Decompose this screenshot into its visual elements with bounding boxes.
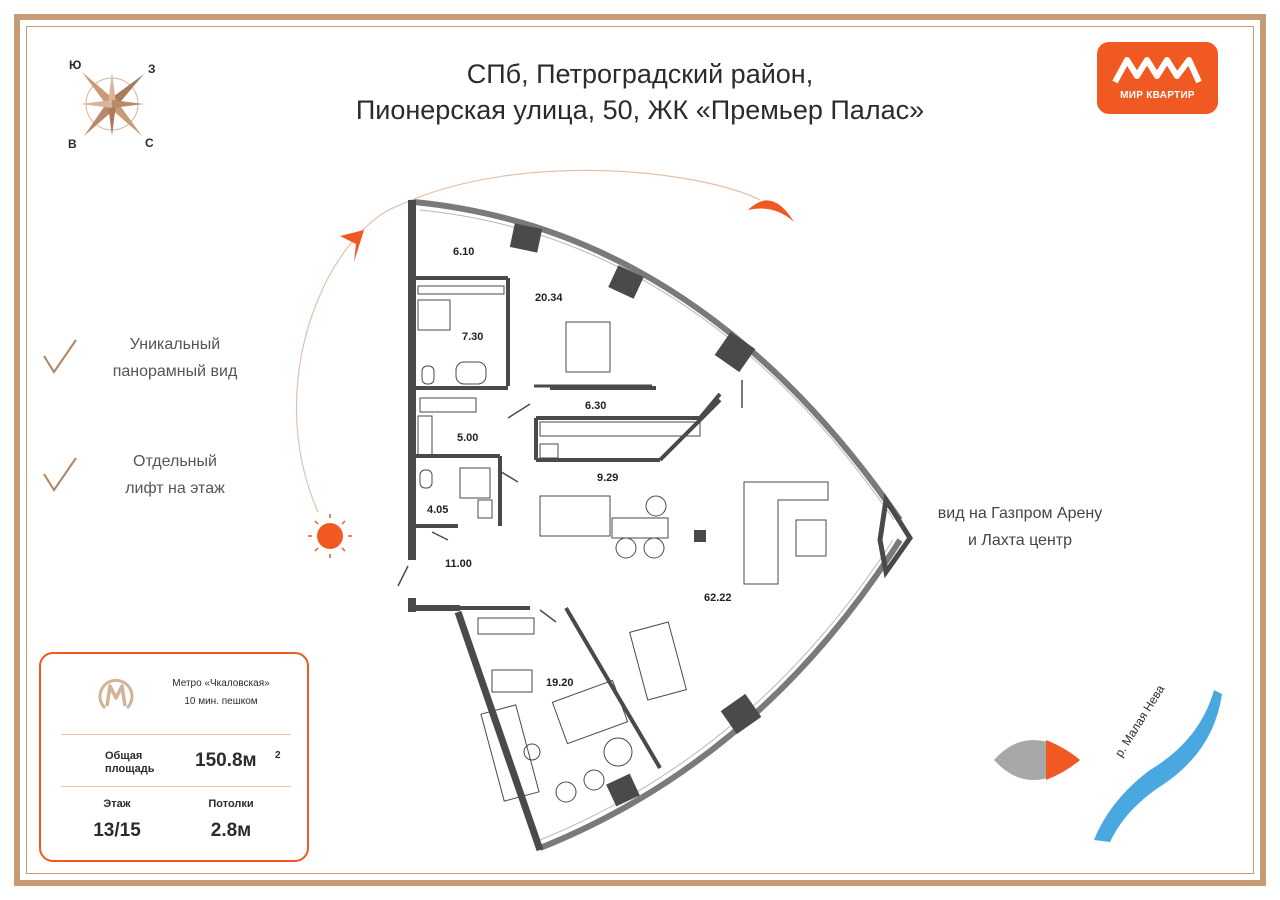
divider (61, 734, 291, 735)
room-area-label: 11.00 (445, 558, 472, 570)
floor-value: 13/15 (93, 820, 141, 841)
sun-icon (308, 514, 352, 558)
title-line-2: Пионерская улица, 50, ЖК «Премьер Палас» (355, 95, 925, 125)
feature-panoramic-view: Уникальный панорамный вид (85, 331, 265, 385)
floor-label: Этаж (103, 798, 131, 810)
view-line-1: вид на Газпром Арену (937, 505, 1103, 522)
outer-frame (14, 14, 1266, 886)
moon-icon (748, 200, 794, 222)
feature-private-elevator: Отдельный лифт на этаж (85, 448, 265, 502)
ceiling-value: 2.8м (210, 820, 252, 841)
mir-kvartir-logo-icon (1112, 57, 1202, 84)
area-label: Общая площадь (105, 750, 155, 775)
room-area-label: 62.22 (704, 592, 732, 604)
room-area-label: 9.29 (597, 472, 619, 484)
compass-south-label: Ю (69, 58, 82, 72)
room-area-label: 20.34 (535, 292, 563, 304)
sun-path-arc (295, 169, 761, 513)
inner-frame (26, 26, 1254, 874)
metro-walk-time: 10 мин. пешком (184, 696, 258, 707)
area-unit-superscript: 2 (275, 750, 281, 761)
floor-plan (397, 199, 914, 852)
title-line-1: СПб, Петроградский район, (466, 59, 814, 89)
checkmark-icon (43, 457, 77, 492)
compass-west-label: З (148, 62, 156, 76)
compass-rose-icon (80, 72, 144, 136)
view-description: вид на Газпром Арену и Лахта центр (925, 500, 1115, 554)
metro-station: Метро «Чкаловская» (172, 678, 270, 689)
feature-line-2: панорамный вид (112, 363, 238, 380)
view-line-2: и Лахта центр (967, 532, 1073, 549)
checkmark-icon (43, 339, 77, 374)
room-area-label: 19.20 (546, 677, 574, 689)
room-area-label: 6.10 (453, 246, 475, 258)
compass-east-label: В (68, 137, 77, 151)
compass-north-label: С (145, 136, 154, 150)
room-area-label: 7.30 (462, 331, 484, 343)
brand-logo[interactable]: МИР КВАРТИР (1097, 42, 1218, 114)
orientation-eye-icon (994, 740, 1080, 780)
feature-line-1: Уникальный (129, 336, 221, 353)
brand-name: МИР КВАРТИР (1120, 90, 1195, 101)
room-area-label: 4.05 (427, 504, 449, 516)
apartment-info-card: Метро «Чкаловская» 10 мин. пешком Общая … (39, 652, 309, 862)
room-area-label: 6.30 (585, 400, 607, 412)
river-shape (1094, 690, 1222, 842)
room-area-label: 5.00 (457, 432, 479, 444)
area-value: 150.8м (195, 750, 257, 771)
divider (61, 786, 291, 787)
ceiling-label: Потолки (208, 798, 254, 810)
page-title: СПб, Петроградский район, Пионерская ули… (300, 56, 980, 128)
sun-path-arrow-icon (340, 230, 364, 262)
metro-icon (98, 678, 134, 710)
feature-line-2: лифт на этаж (125, 480, 225, 497)
feature-line-1: Отдельный (133, 453, 217, 470)
